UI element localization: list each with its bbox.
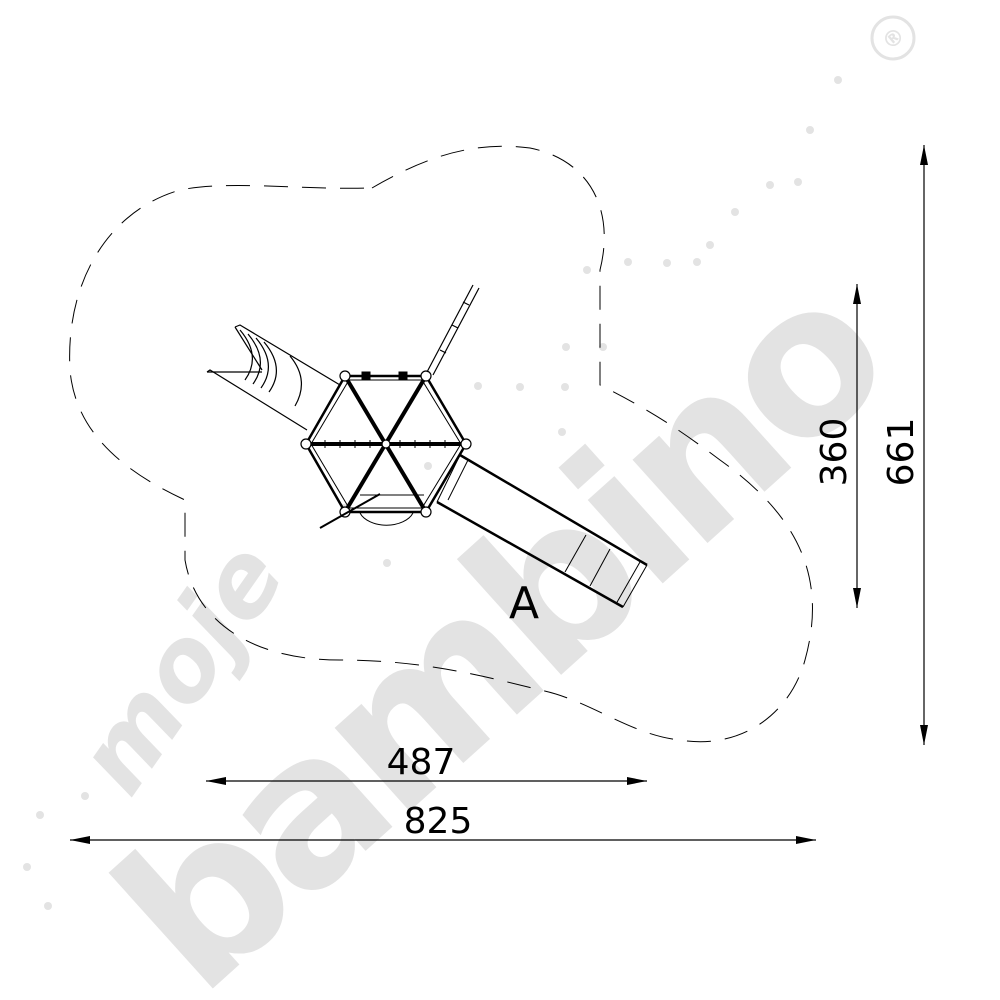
playground-equipment bbox=[206, 284, 648, 609]
registered-mark-icon: ® bbox=[870, 15, 916, 61]
svg-text:360: 360 bbox=[814, 418, 855, 487]
svg-text:661: 661 bbox=[881, 418, 922, 487]
svg-text:®: ® bbox=[878, 23, 911, 56]
svg-text:487: 487 bbox=[387, 742, 456, 783]
dimension-horizontal-inner: 487 bbox=[206, 742, 647, 785]
watermark-dots bbox=[23, 76, 842, 910]
safety-zone-outline bbox=[69, 145, 813, 743]
hexagon-platform bbox=[300, 370, 472, 529]
climbing-ladder bbox=[426, 284, 480, 376]
straight-slide bbox=[436, 453, 648, 609]
watermark: ® bambino moje bbox=[23, 15, 927, 1000]
dimension-horizontal-outer: 825 bbox=[70, 801, 816, 844]
zone-label: A bbox=[509, 578, 539, 629]
wave-slide bbox=[206, 324, 341, 431]
svg-text:825: 825 bbox=[404, 801, 473, 842]
dimension-vertical-outer: 661 bbox=[881, 145, 928, 745]
dimension-vertical-inner: 360 bbox=[814, 284, 861, 608]
